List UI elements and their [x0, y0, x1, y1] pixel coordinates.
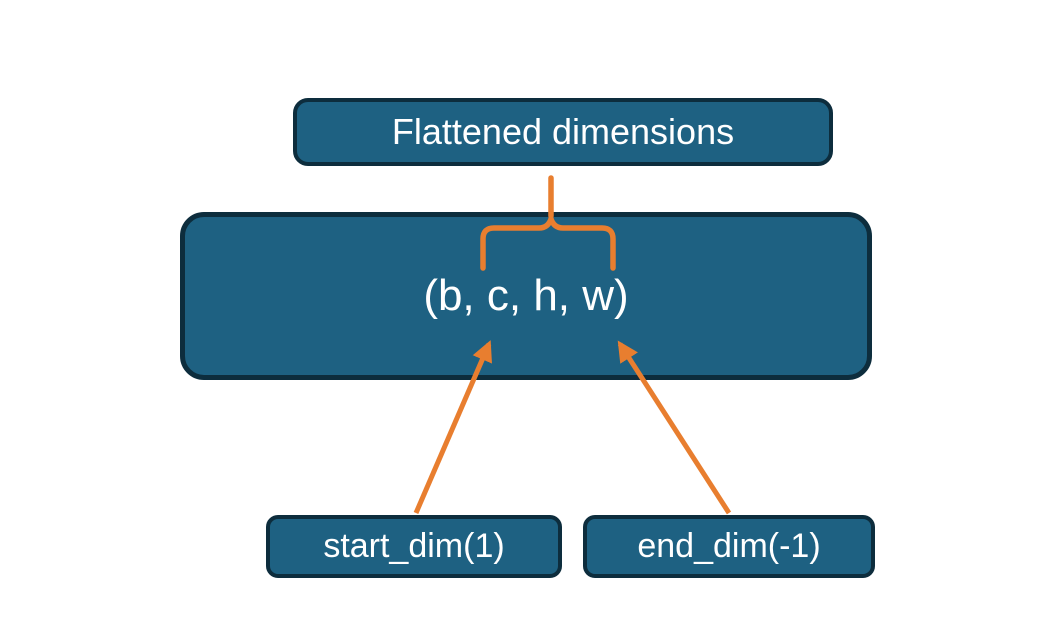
flattened-dimensions-box: Flattened dimensions: [293, 98, 833, 166]
tensor-shape-box: (b, c, h, w): [180, 212, 872, 380]
tensor-shape-label: (b, c, h, w): [423, 271, 629, 320]
start-dim-label: start_dim(1): [323, 527, 505, 565]
end-dim-label: end_dim(-1): [637, 527, 821, 565]
end-dim-box: end_dim(-1): [583, 515, 875, 578]
start-dim-box: start_dim(1): [266, 515, 562, 578]
flattened-dimensions-label: Flattened dimensions: [391, 111, 735, 152]
